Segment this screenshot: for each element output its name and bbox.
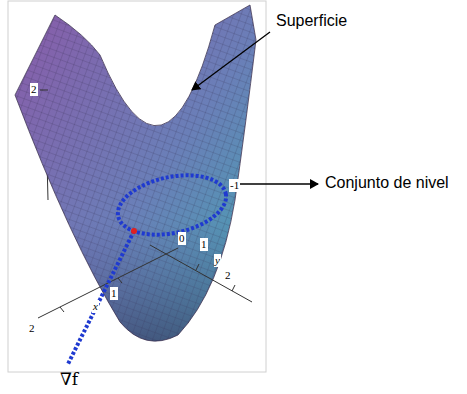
tick-number: 2 [28, 322, 36, 335]
leader-arrow [232, 183, 318, 184]
callout-label: Superficie [276, 12, 347, 30]
z-tick [40, 90, 48, 91]
tick-number: -1 [229, 179, 240, 192]
tick-number: 1 [110, 287, 118, 300]
tick-number: 1 [200, 238, 208, 251]
x-tick [60, 307, 64, 312]
leader-arrow [192, 32, 270, 90]
x-tick [118, 278, 122, 283]
gradient-vector [68, 231, 134, 364]
callout-label: Conjunto de nivel [325, 174, 449, 192]
surface-group [0, 0, 270, 372]
y-tick [196, 264, 199, 270]
axis-label: y [214, 254, 221, 267]
x-axis [38, 248, 178, 318]
surface-shadow [0, 220, 270, 370]
gradient-label: ∇f [60, 370, 78, 390]
y-axis [150, 245, 252, 302]
point-marker [131, 228, 137, 234]
level-set-curve [112, 166, 231, 244]
surface-outline [15, 5, 256, 341]
tick-number: 2 [224, 269, 232, 282]
axis-label: x [92, 300, 99, 313]
y-tick [232, 285, 235, 291]
tick-number: 0 [178, 232, 186, 245]
tick-number: 2 [30, 83, 38, 96]
surface-mesh [0, 0, 270, 372]
